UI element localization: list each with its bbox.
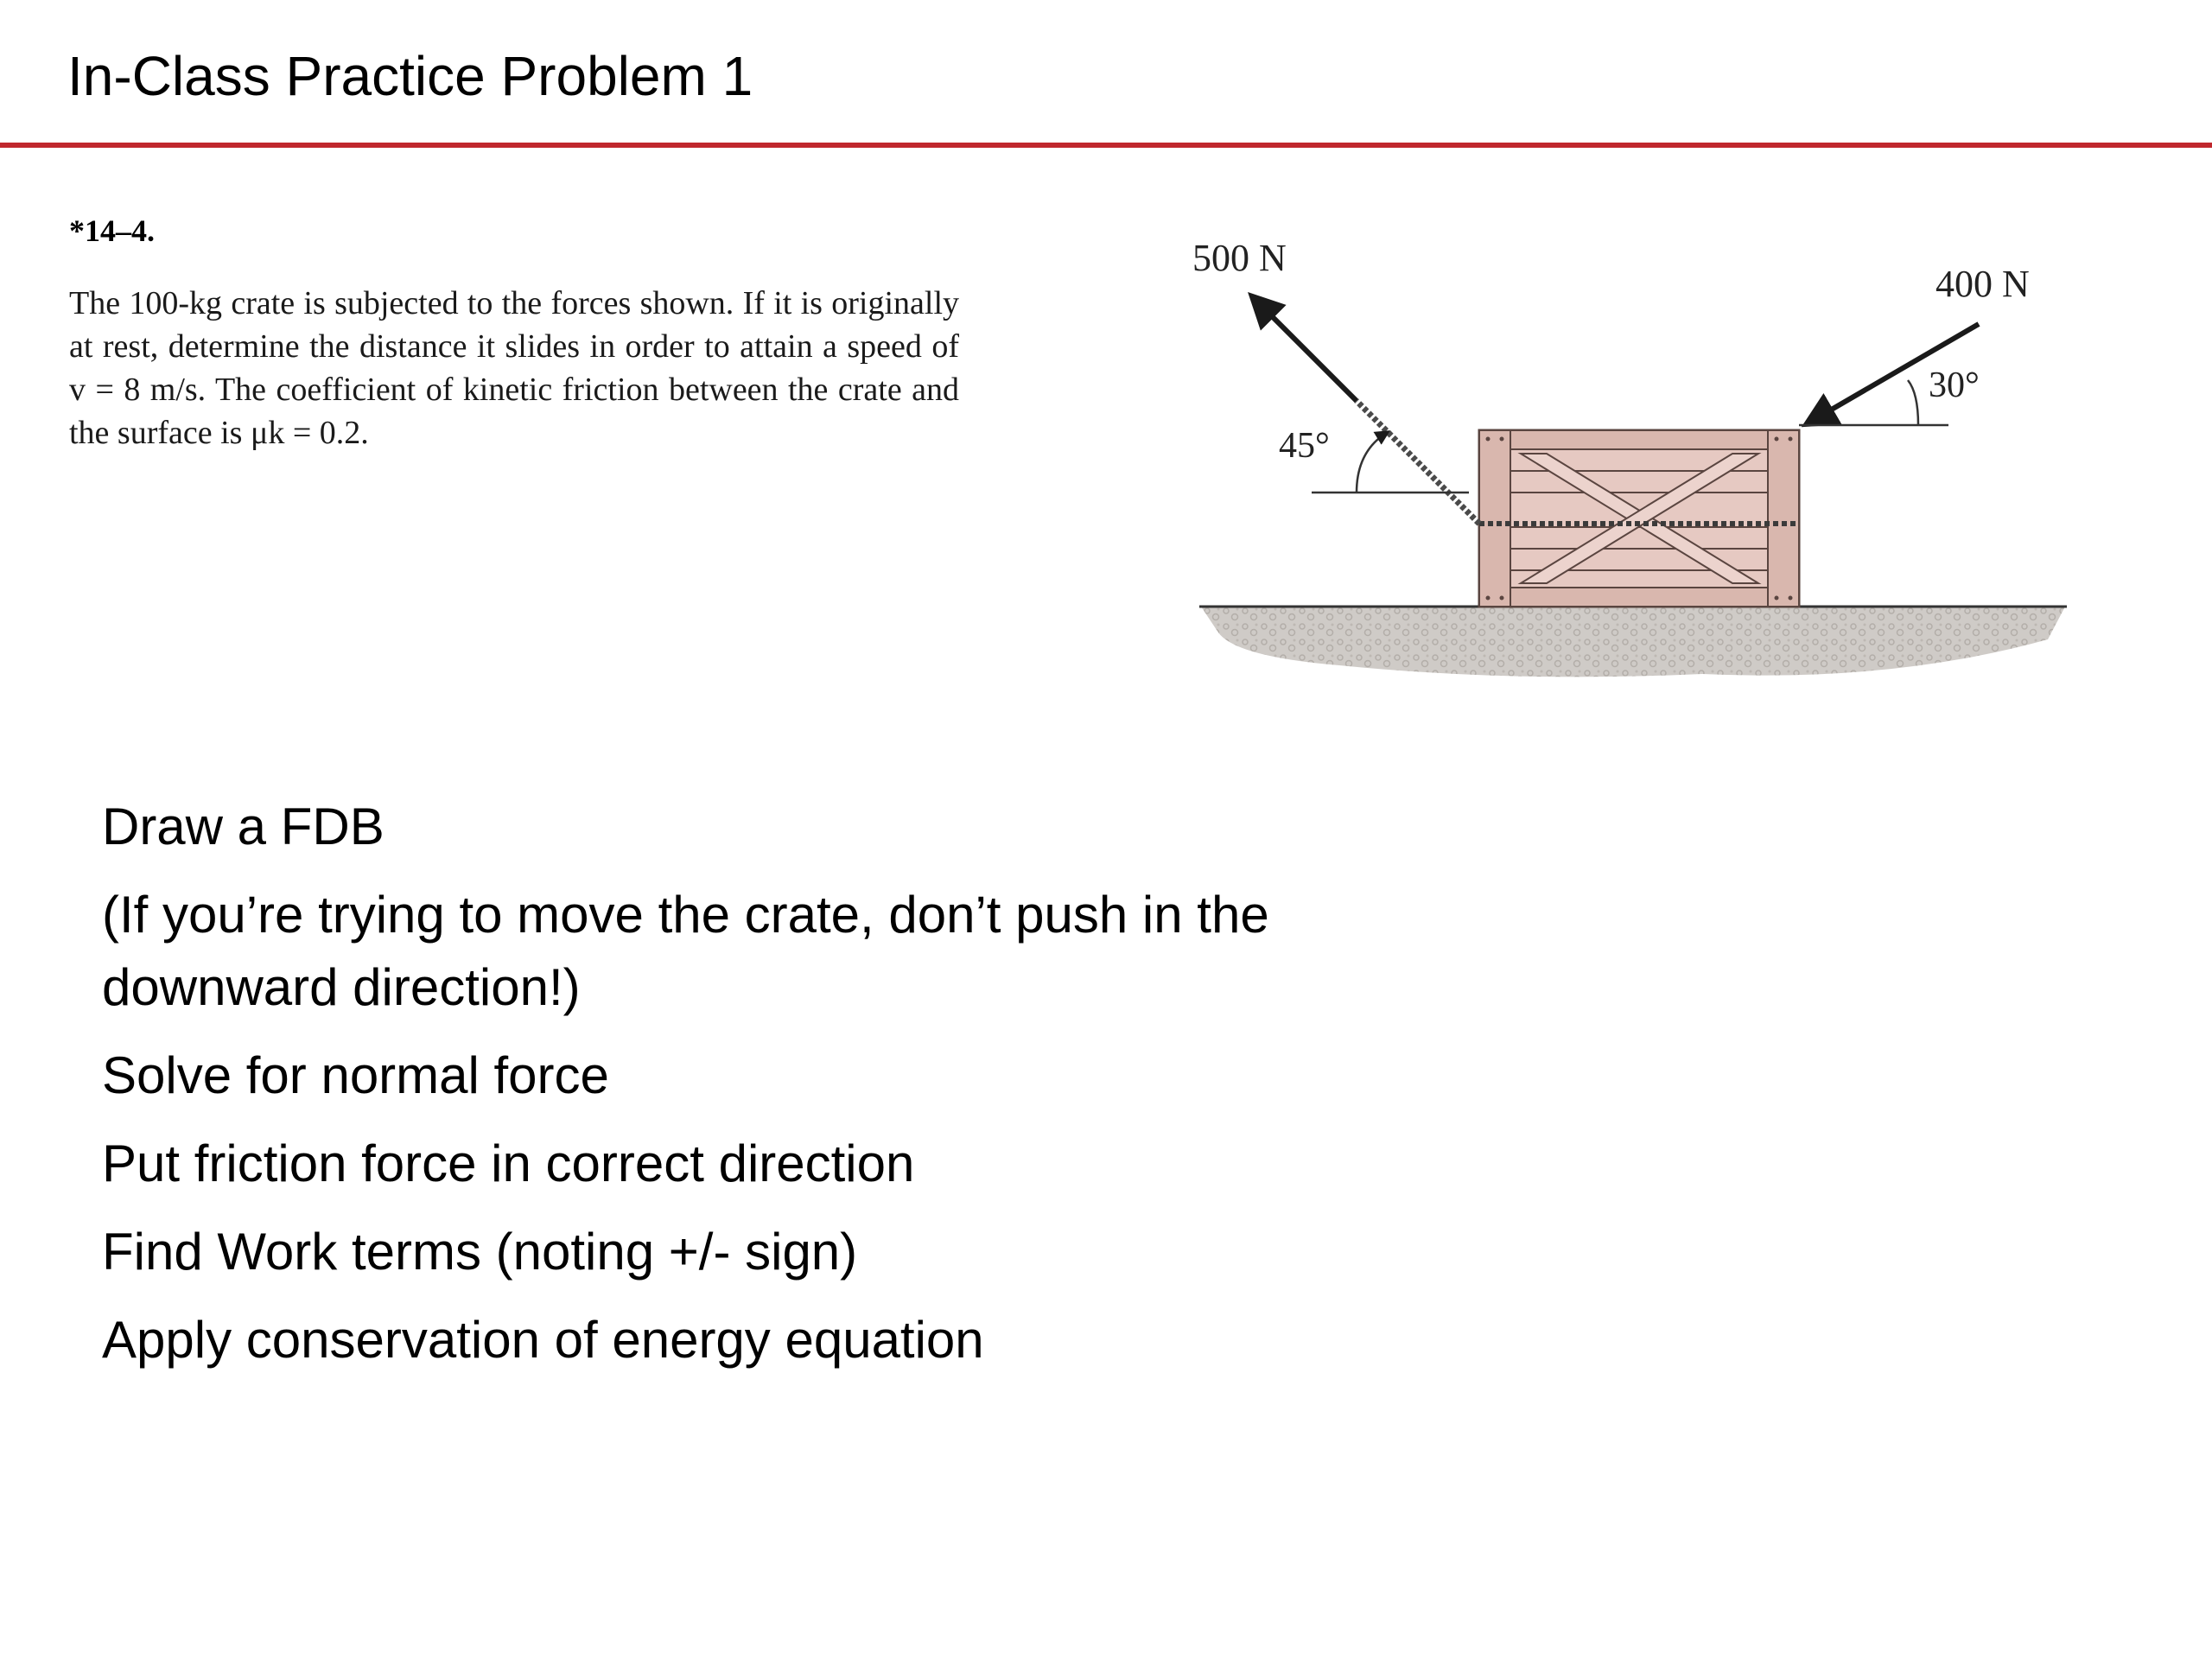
crate-diagram [1199,292,2067,677]
force-400n-arrow [1801,321,1980,428]
ground-surface [1201,607,2065,677]
angle-45-arc [1355,430,1390,493]
problem-statement: The 100-kg crate is subjected to the for… [69,285,959,451]
angle-30-arc [1906,379,1920,426]
force-500n-arrow [1248,292,1359,404]
slide-title: In-Class Practice Problem 1 [67,45,753,107]
angle-30-label: 30° [1929,365,1980,405]
solution-steps-list: Draw a FDB (If you’re trying to move the… [102,791,1571,1392]
angle-45-label: 45° [1279,426,1330,466]
crate-figure: 500 N 400 N 45° 30° [1184,233,2091,717]
step-item: Draw a FDB [102,798,385,855]
step-item: Solve for normal force [102,1046,609,1104]
title-divider [0,143,2212,148]
step-item: (If you’re trying to move the crate, don… [102,886,1269,1016]
step-item: Apply conservation of energy equation [102,1311,984,1369]
problem-number: *14–4. [69,213,155,248]
crate [1478,429,1801,608]
force-500n-label: 500 N [1192,237,1287,279]
step-item: Find Work terms (noting +/- sign) [102,1223,858,1281]
rope [1354,398,1482,526]
force-400n-label: 400 N [1936,263,2030,305]
step-item: Put friction force in correct direction [102,1135,915,1192]
